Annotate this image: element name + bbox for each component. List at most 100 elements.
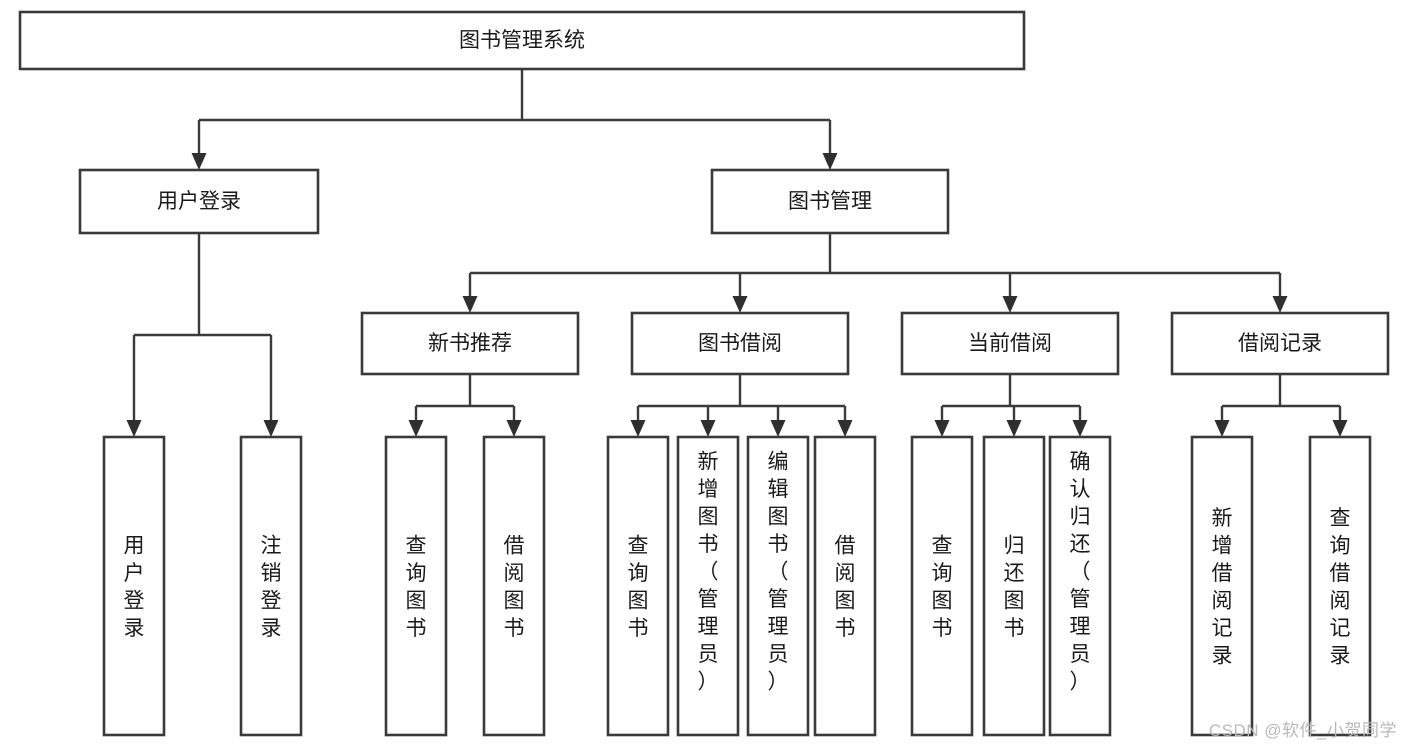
node-label-edit-book-admin-char-6: 理 <box>768 615 789 638</box>
node-label-current-borrow: 当前借阅 <box>968 332 1052 355</box>
node-label-edit-book-admin-char-0: 编 <box>768 450 789 473</box>
node-label-query-borrow-record-char-2: 借 <box>1330 562 1351 585</box>
node-label-book-borrow: 图书借阅 <box>698 332 782 355</box>
node-box-user-logout-leaf <box>239 435 303 737</box>
node-book-management: 图书管理 <box>710 168 950 235</box>
arrow-head-icon <box>837 420 853 437</box>
node-box-add-book-admin <box>676 435 740 737</box>
node-label-return-book-char-3: 书 <box>1004 617 1025 640</box>
node-label-query-book-1-char-3: 书 <box>406 617 427 640</box>
node-box-return-book <box>982 435 1046 737</box>
node-label-query-book-1-char-1: 询 <box>406 562 427 585</box>
node-box-confirm-return-admin <box>1048 435 1112 737</box>
node-label-borrow-book-2-char-3: 书 <box>835 617 856 640</box>
node-label-query-borrow-record-char-4: 记 <box>1330 617 1351 640</box>
node-layer: 图书管理系统用户登录用户登录注销登录图书管理新书推荐查询图书借阅图书图书借阅查询… <box>18 10 1390 737</box>
arrow-head-icon <box>700 420 716 437</box>
node-label-borrow-records: 借阅记录 <box>1238 332 1322 355</box>
node-label-borrow-book-2-char-1: 阅 <box>835 562 856 585</box>
node-label-confirm-return-admin-char-2: 归 <box>1070 505 1091 528</box>
node-label-add-book-admin-char-2: 图 <box>698 505 719 528</box>
node-label-borrow-book-1-char-0: 借 <box>504 534 525 557</box>
arrow-head-icon <box>770 420 786 437</box>
arrow-head-icon <box>732 296 748 313</box>
node-label-query-borrow-record-char-0: 查 <box>1330 507 1351 530</box>
arrow-head-icon <box>462 296 478 313</box>
csdn-watermark: CSDN @软件_小贺同学 <box>1208 721 1397 740</box>
node-box-user-login <box>78 168 320 235</box>
node-label-add-borrow-record-char-5: 录 <box>1212 644 1233 667</box>
node-label-edit-book-admin-char-4: （ <box>768 560 789 583</box>
node-label-add-book-admin-char-5: 管 <box>698 588 719 611</box>
node-label-system: 图书管理系统 <box>459 29 585 52</box>
node-label-query-book-2-char-2: 图 <box>628 589 649 612</box>
node-label-query-book-3-char-0: 查 <box>932 534 953 557</box>
node-label-query-book-2-char-3: 书 <box>628 617 649 640</box>
node-label-add-book-admin-char-1: 增 <box>698 478 719 501</box>
node-book-borrow: 图书借阅 <box>630 311 850 376</box>
node-label-query-book-3-char-1: 询 <box>932 562 953 585</box>
node-label-borrow-book-1-char-2: 图 <box>504 589 525 612</box>
node-label-query-book-2-char-0: 查 <box>628 534 649 557</box>
node-new-book-recommend: 新书推荐 <box>360 311 580 376</box>
node-label-edit-book-admin-char-2: 图 <box>768 505 789 528</box>
node-label-confirm-return-admin-char-0: 确 <box>1070 450 1091 473</box>
node-label-book-management: 图书管理 <box>788 190 872 213</box>
node-label-query-borrow-record-char-3: 阅 <box>1330 589 1351 612</box>
node-label-user-logout-leaf-char-3: 录 <box>261 617 282 640</box>
arrow-head-icon <box>1214 420 1230 437</box>
node-label-confirm-return-admin-char-8: ） <box>1070 670 1091 693</box>
node-label-user-login-leaf-char-3: 录 <box>124 617 145 640</box>
node-label-user-logout-leaf-char-2: 登 <box>261 589 282 612</box>
node-label-query-book-1-char-0: 查 <box>406 534 427 557</box>
node-label-user-login-leaf-char-2: 登 <box>124 589 145 612</box>
node-box-user-login-leaf <box>102 435 166 737</box>
node-box-add-borrow-record <box>1190 435 1254 737</box>
node-label-edit-book-admin-char-8: ） <box>768 670 789 693</box>
node-label-edit-book-admin-char-3: 书 <box>768 533 789 556</box>
node-label-borrow-book-1-char-3: 书 <box>504 617 525 640</box>
node-label-add-borrow-record-char-2: 借 <box>1212 562 1233 585</box>
node-current-borrow: 当前借阅 <box>900 311 1120 376</box>
node-box-query-book-3 <box>910 435 974 737</box>
node-borrow-records: 借阅记录 <box>1170 311 1390 376</box>
node-label-add-borrow-record-char-1: 增 <box>1212 534 1233 557</box>
node-label-edit-book-admin-char-7: 员 <box>768 643 789 666</box>
node-box-borrow-records <box>1170 311 1390 376</box>
node-label-add-book-admin-char-6: 理 <box>698 615 719 638</box>
arrow-head-icon <box>191 153 207 170</box>
node-label-add-book-admin-char-0: 新 <box>698 450 719 473</box>
node-label-edit-book-admin-char-5: 管 <box>768 588 789 611</box>
node-box-new-book-recommend <box>360 311 580 376</box>
arrow-head-icon <box>822 153 838 170</box>
node-label-user-logout-leaf-char-1: 销 <box>261 562 282 585</box>
node-label-user-login-leaf-char-0: 用 <box>124 534 145 557</box>
node-label-add-borrow-record-char-3: 阅 <box>1212 589 1233 612</box>
node-box-borrow-book-1 <box>482 435 546 737</box>
node-label-query-borrow-record-char-5: 录 <box>1330 644 1351 667</box>
node-label-confirm-return-admin-char-7: 员 <box>1070 643 1091 666</box>
node-label-user-login-leaf-char-1: 户 <box>124 562 145 585</box>
arrow-head-icon <box>1006 420 1022 437</box>
arrow-head-icon <box>934 420 950 437</box>
node-box-borrow-book-2 <box>813 435 877 737</box>
node-label-user-logout-leaf-char-0: 注 <box>261 534 282 557</box>
node-box-query-borrow-record <box>1308 435 1372 737</box>
node-box-query-book-2 <box>606 435 670 737</box>
node-label-add-book-admin-char-7: 员 <box>698 643 719 666</box>
arrow-head-icon <box>1272 296 1288 313</box>
node-box-book-borrow <box>630 311 850 376</box>
arrow-head-icon <box>263 420 279 437</box>
node-user-login-leaf: 用户登录 <box>102 435 166 737</box>
arrow-head-icon <box>126 420 142 437</box>
node-label-add-book-admin-char-3: 书 <box>698 533 719 556</box>
node-label-confirm-return-admin-char-4: （ <box>1070 560 1091 583</box>
node-label-add-borrow-record-char-4: 记 <box>1212 617 1233 640</box>
